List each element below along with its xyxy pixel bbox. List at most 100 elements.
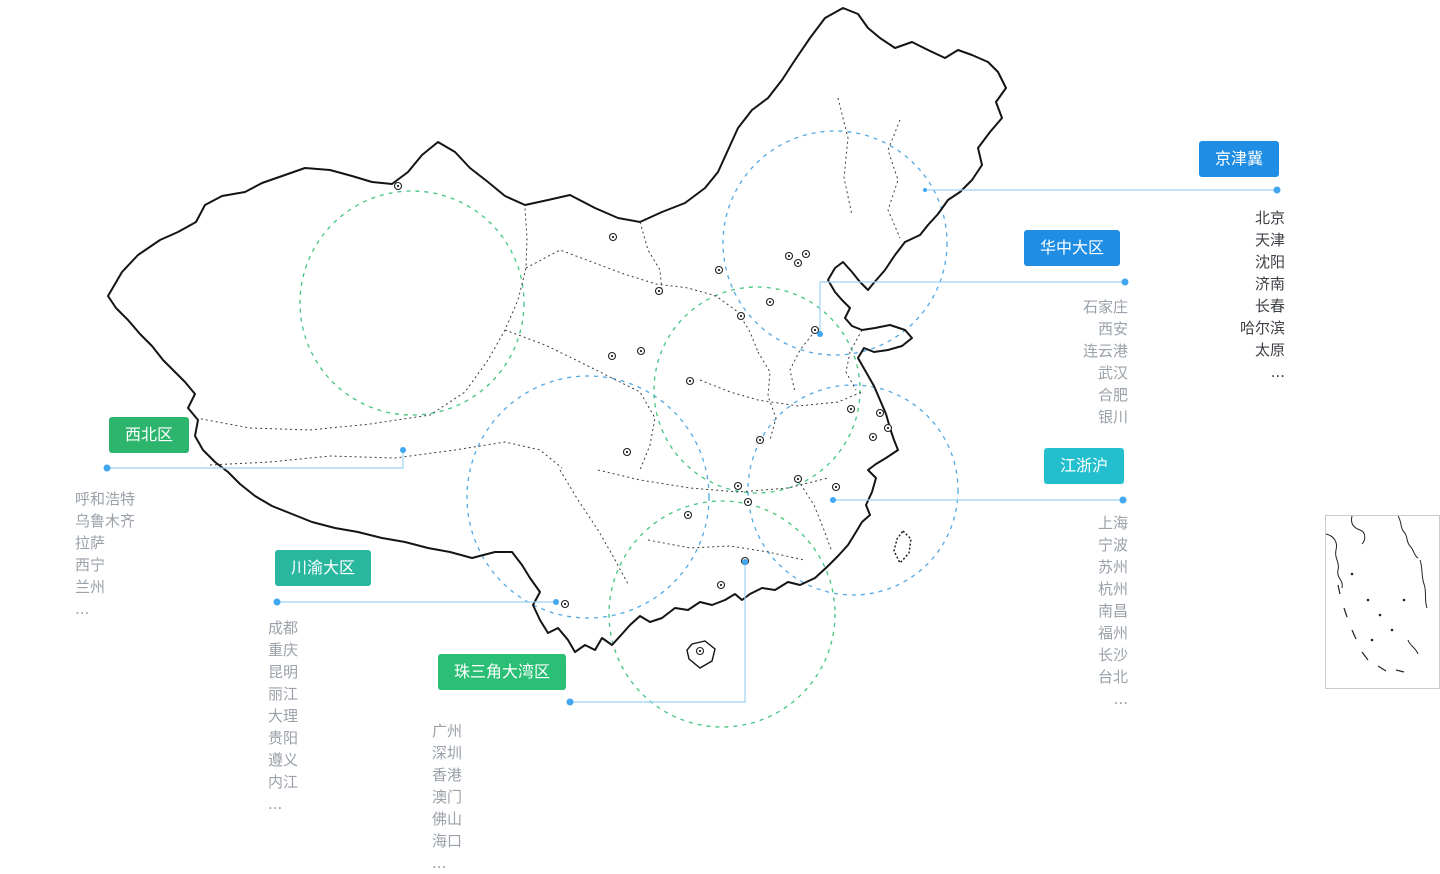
city-marker [607,351,617,361]
city-marker [868,432,878,442]
china-outline [107,7,1007,653]
city-marker [846,404,856,414]
inset-islet [1390,628,1394,632]
city-item: ... [432,854,447,872]
region-circle-chuanyu [466,375,710,619]
region-badge-jiangzhehu[interactable]: 江浙沪 [1044,448,1125,484]
callout-dot [742,559,748,565]
city-item: 呼和浩特 [75,490,136,508]
map-borders [107,7,1007,669]
region-badge-jingjinji[interactable]: 京津冀 [1199,141,1280,177]
inset-islet [1350,572,1354,576]
region-badge-huazhong[interactable]: 华中大区 [1024,230,1121,266]
city-marker [765,297,775,307]
city-item: 澳门 [432,788,463,806]
city-item: 成都 [268,619,299,637]
city-marker [636,346,646,356]
city-item: 连云港 [1082,342,1128,360]
city-item: 上海 [1097,514,1128,532]
callout-line-xibei [107,451,404,469]
city-markers [393,181,893,656]
inset-island-chain [1419,559,1428,609]
city-item: 西安 [1097,320,1128,338]
province-border [797,479,833,553]
callout-dot [553,599,559,605]
callout-line-zhusanjiao [570,562,746,703]
city-marker [755,435,765,445]
region-circles-blue [466,130,959,619]
city-item: ... [268,795,283,813]
province-border [757,351,777,441]
city-item: 福州 [1097,624,1128,642]
city-item: 贵阳 [268,729,299,747]
province-border [504,329,656,471]
city-item: 内江 [268,773,299,791]
province-border [647,539,805,561]
region-badge-xibei[interactable]: 西北区 [109,417,190,453]
callout-dot [566,698,574,706]
inset-islet [1366,598,1370,602]
city-item: 长沙 [1097,646,1128,664]
province-border [195,207,528,431]
city-item: 太原 [1254,341,1285,359]
inset-islet [1370,638,1374,642]
inset-dash-line [1337,584,1405,673]
city-item: 沈阳 [1254,253,1285,271]
city-marker [784,251,794,261]
city-item: 银川 [1097,408,1128,426]
region-circle-jingjinji [722,130,948,356]
south-china-sea-inset [1325,515,1440,689]
inset-island-chain [1407,639,1419,655]
province-border [845,329,863,391]
city-item: 佛山 [432,810,463,828]
callout-dot [817,331,823,337]
city-item: 西宁 [75,556,106,574]
region-badge-zhusanjiao[interactable]: 珠三角大湾区 [438,654,567,690]
city-item: 哈尔滨 [1239,319,1285,337]
city-marker [883,423,893,433]
city-item: 丽江 [268,685,299,703]
inset-coastline [1351,515,1366,545]
city-item: 杭州 [1097,580,1128,598]
city-marker [801,249,811,259]
region-cities-chuanyu: 成都 重庆 昆明 丽江 大理 贵阳 遵义 内江 ... [268,617,298,815]
city-marker [683,510,693,520]
city-item: 昆明 [268,663,299,681]
city-item: 济南 [1254,275,1285,293]
city-marker [393,181,403,191]
inset-coastline [1397,515,1419,559]
city-marker [810,325,820,335]
callout-line-huazhong [819,281,1125,333]
city-item: 海口 [432,832,463,850]
city-marker [654,286,664,296]
region-cities-jiangzhehu: 上海 宁波 苏州 杭州 南昌 福州 长沙 台北 ... [1098,512,1128,710]
region-circles-green [299,190,861,728]
city-item: 遵义 [268,751,299,769]
city-marker [875,408,885,418]
city-item: 天津 [1254,231,1285,249]
callout-dot [1119,496,1127,504]
city-item: 拉萨 [75,534,106,552]
city-marker [793,258,803,268]
region-cities-huazhong: 石家庄 西安 连云港 武汉 合肥 银川 [1083,296,1128,428]
callout-dot [103,464,111,472]
city-marker [714,265,724,275]
region-cities-xibei: 呼和浩特 乌鲁木齐 拉萨 西宁 兰州 ... [75,488,135,620]
city-item: ... [1270,363,1285,381]
city-marker [831,482,841,492]
callout-dot [830,497,836,503]
city-marker [560,599,570,609]
callout-dot [273,598,281,606]
region-circle-jiangzhehu [747,384,959,596]
city-marker [622,447,632,457]
inset-islet [1378,613,1382,617]
callout-dot [923,188,927,192]
region-badge-chuanyu[interactable]: 川渝大区 [275,550,372,586]
region-circle-huazhong [653,286,861,494]
city-item: ... [75,600,90,618]
callout-dot [1121,278,1129,286]
city-marker [736,311,746,321]
city-item: 广州 [432,722,463,740]
